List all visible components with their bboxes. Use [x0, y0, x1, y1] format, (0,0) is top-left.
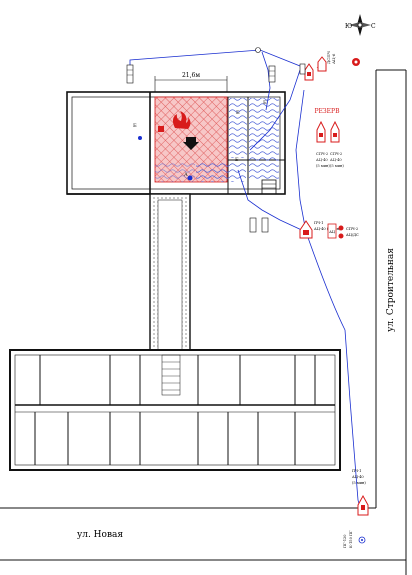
marker-b: Б [236, 110, 240, 116]
r1-line-1: АЦ-40 [316, 158, 328, 162]
water-zone-right [249, 98, 279, 180]
hydrant-line-1: К-150 ПГ [349, 530, 353, 548]
south-street: ул. Новая [0, 507, 406, 561]
nozzle-markers [126, 47, 276, 181]
u1-line-0: ДСПЧ [326, 51, 331, 64]
fire-source-icon [158, 111, 191, 132]
dimension-label: 21,6м [182, 72, 200, 79]
hydrant-icon-top [352, 58, 360, 66]
marker-e: Б [263, 100, 267, 106]
u3-line-0: СПЧ-2 [346, 227, 358, 231]
vehicle-u4: ПЧ-1 АЦ-40 (5 мин) [352, 469, 369, 516]
vehicle-u1: АЦ ДСПЧ АЦ-6 [304, 51, 336, 81]
building-south [9, 349, 341, 471]
marker-d: Б [235, 157, 239, 163]
u2-line-0: ПЧ-1 [314, 221, 323, 225]
reserve-title: РЕЗЕРВ [315, 108, 341, 115]
reserve-group: РЕЗЕРВ СПЧ-2 АЦ-40 (5 мин) СПЧ-2 АЦ-40 (… [315, 108, 345, 168]
compass-south-label: С [371, 23, 376, 30]
compass-north-label: Ю [345, 23, 352, 30]
r2-line-1: АЦ-40 [330, 158, 342, 162]
compass-rose: Ю С [345, 14, 376, 36]
r2-line-0: СПЧ-2 [330, 152, 342, 156]
building-corridor [149, 193, 191, 361]
marker-a: Б [133, 123, 137, 129]
u1-line-1: АЦ-6 [331, 53, 336, 64]
u4-line-0: ПЧ-1 [352, 469, 361, 473]
water-zone-mid [229, 98, 247, 158]
hydrant-bottom: ПГ-120 К-150 ПГ [343, 530, 366, 548]
east-street-label: ул. Строительная [386, 248, 396, 332]
r2-line-2: (5 мин) [330, 164, 344, 168]
water-zone-low [196, 162, 246, 182]
entrance-symbols [249, 63, 306, 233]
hydrant-line-0: ПГ-120 [343, 534, 347, 548]
east-street: ул. Строительная [375, 69, 407, 575]
r1-line-2: (5 мин) [316, 164, 330, 168]
u4-line-2: (5 мин) [352, 481, 366, 485]
marker-c: А [184, 172, 188, 178]
attack-arrow-icon [183, 137, 199, 150]
nozzle-letters: Б Б А Б Б [133, 100, 267, 178]
u3-line-1: АЦ/ДС [346, 233, 359, 237]
u3-code: АЦ [329, 230, 335, 234]
r1-line-0: СПЧ-2 [316, 152, 328, 156]
fire-zone-dimension: 21,6м [154, 72, 228, 92]
u4-line-1: АЦ-40 [352, 475, 364, 479]
vehicle-u3: АЦ СПЧ-2 АЦ/ДС [327, 223, 359, 239]
south-street-label: ул. Новая [77, 530, 123, 540]
water-zone-left [155, 162, 195, 182]
